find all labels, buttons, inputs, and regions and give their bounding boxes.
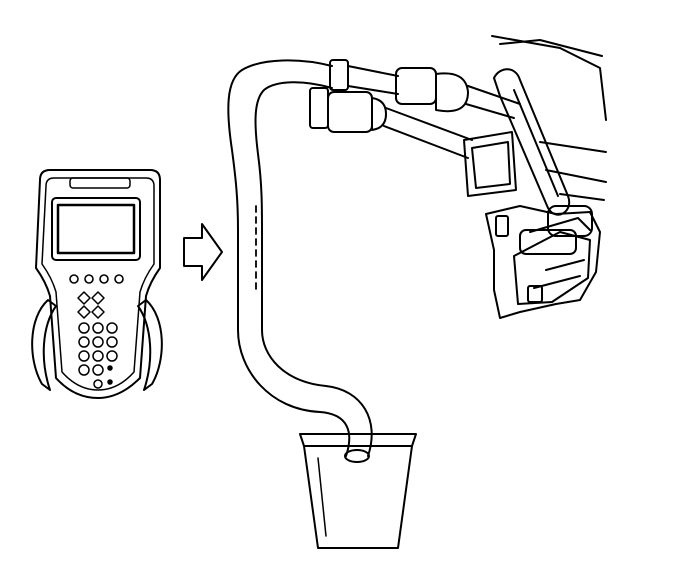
fitting-tube-lower: [383, 107, 473, 159]
keypad-key: [92, 322, 104, 334]
scan-tool-screen-frame: [51, 197, 141, 261]
drain-hose-outer-wall: [227, 59, 351, 457]
container-rim: [299, 433, 417, 447]
keypad-key: [107, 365, 113, 371]
connector-block: [471, 141, 511, 189]
keypad-key: [78, 322, 90, 334]
keypad-key: [78, 336, 90, 348]
keypad-key: [106, 322, 118, 334]
fuel-pump-bracket: [463, 35, 607, 319]
pump-bolt: [527, 285, 543, 303]
function-key: [69, 274, 79, 284]
keypad-key: [77, 291, 91, 305]
connector-block: [463, 131, 517, 197]
keypad-key: [77, 305, 91, 319]
keypad-key: [106, 336, 118, 348]
container-highlight: [317, 457, 327, 537]
hose-end-opening: [344, 449, 370, 463]
keypad-key: [93, 379, 103, 389]
scan-tool-top-slot: [69, 177, 131, 189]
direction-arrow: [183, 223, 223, 281]
bracket-frame: [491, 35, 607, 121]
quick-connect-fitting: [371, 97, 387, 131]
drain-hose: [227, 59, 373, 463]
scan-tool: [31, 169, 163, 399]
hose-clamp: [329, 59, 349, 91]
pump-body: [513, 231, 591, 305]
keypad-key: [92, 364, 104, 376]
keypad-key: [107, 379, 113, 385]
fitting-tube-upper: [465, 85, 521, 119]
fitting-tube-upper: [347, 65, 399, 95]
scan-tool-left-grip: [31, 299, 57, 391]
quick-connect-fitting: [327, 91, 373, 133]
keypad-key: [91, 291, 105, 305]
function-key: [114, 274, 124, 284]
keypad-key: [78, 364, 90, 376]
function-key: [84, 274, 94, 284]
drain-hose-inner-wall: [254, 81, 373, 457]
quick-connect-fitting: [395, 67, 437, 105]
function-key: [99, 274, 109, 284]
container-body: [303, 445, 413, 549]
keypad-key: [106, 350, 118, 362]
function-keys: [69, 274, 124, 284]
keypad-key: [92, 336, 104, 348]
lcd-screen-icon: [56, 203, 136, 255]
vent-tube: [493, 68, 571, 216]
scan-tool-body: [35, 169, 161, 399]
hose-clamp: [309, 87, 329, 129]
keypad-key: [78, 350, 90, 362]
scan-tool-right-grip: [137, 299, 163, 391]
pump-fitting: [547, 205, 593, 237]
pump-body: [485, 205, 601, 319]
collection-container: [299, 433, 417, 549]
scan-tool-bezel: [41, 177, 155, 391]
keypad-key: [92, 350, 104, 362]
pump-bolt: [495, 215, 509, 237]
keypad-key: [91, 305, 105, 319]
quick-connect-fitting: [435, 72, 469, 113]
fuel-rail-fittings: [309, 59, 521, 159]
keypad: [77, 291, 118, 389]
pump-fitting: [519, 229, 577, 255]
vent-tube: [513, 89, 559, 197]
